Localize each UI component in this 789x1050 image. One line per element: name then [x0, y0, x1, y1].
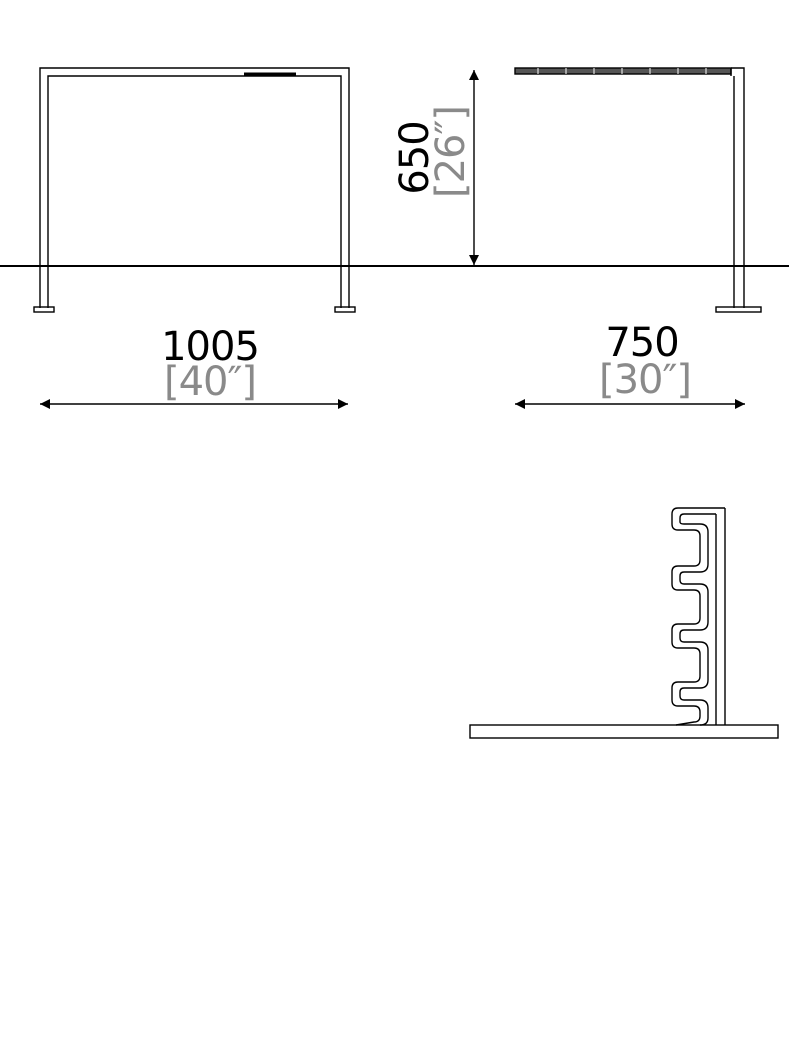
side-top-slats	[514, 67, 732, 75]
detail-serpentine-outer	[671, 507, 725, 726]
width-inch-label: [40″]	[164, 359, 256, 405]
front-view	[33, 67, 356, 313]
height-mm-label: 650	[392, 121, 438, 194]
detail-base-plate	[469, 724, 779, 739]
side-view	[514, 67, 762, 313]
depth-mm-label: 750	[605, 320, 678, 366]
front-left-foot	[33, 306, 55, 313]
side-post	[731, 67, 745, 308]
height-inch-label: [26″]	[428, 106, 474, 198]
detail-view	[469, 507, 779, 739]
side-foot	[715, 306, 762, 313]
detail-serpentine-inner	[679, 513, 716, 726]
depth-inch-label: [30″]	[599, 357, 691, 403]
front-frame-outer	[39, 67, 350, 308]
width-mm-label: 1005	[161, 324, 259, 370]
front-right-foot	[334, 306, 356, 313]
front-frame-inner	[47, 75, 342, 308]
